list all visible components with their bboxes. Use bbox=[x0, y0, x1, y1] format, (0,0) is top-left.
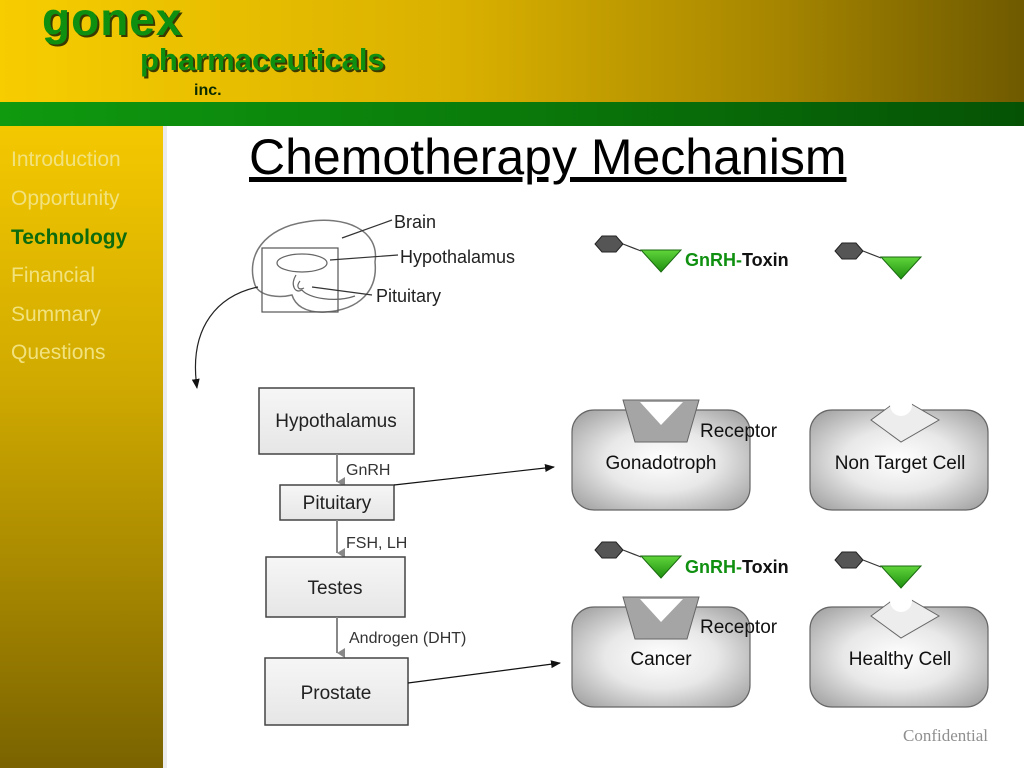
gnrh-ligand-icon bbox=[639, 249, 683, 273]
brain-label: Brain bbox=[394, 212, 436, 232]
flow-gnrh-text: GnRH bbox=[346, 462, 390, 479]
receptor-label-bottom: Receptor bbox=[700, 617, 778, 638]
gnrh-ligand-icon bbox=[639, 555, 683, 579]
receptor-label-top: Receptor bbox=[700, 421, 778, 442]
flow-box-testes bbox=[265, 556, 406, 618]
toxin-molecule-icon bbox=[834, 551, 864, 569]
hypothalamus-label: Hypothalamus bbox=[400, 247, 515, 267]
flow-hypothalamus-text: Hypothalamus bbox=[275, 411, 396, 432]
logo-wordmark: gonex bbox=[42, 0, 183, 45]
cancer-cell-label: Cancer bbox=[630, 649, 692, 670]
flow-pituitary-text: Pituitary bbox=[303, 493, 372, 514]
pituitary-label: Pituitary bbox=[376, 286, 441, 306]
gnrh-toxin-row-top: GnRH-Toxin bbox=[594, 235, 923, 280]
gnrh-toxin-label-top: GnRH-Toxin bbox=[685, 250, 789, 270]
sidebar-shadow bbox=[163, 126, 167, 768]
healthy-cell-label: Healthy Cell bbox=[849, 649, 951, 670]
gnrh-ligand-icon bbox=[879, 565, 923, 589]
nav-item-introduction[interactable]: Introduction bbox=[11, 148, 121, 171]
nav-item-opportunity[interactable]: Opportunity bbox=[11, 187, 120, 210]
toxin-molecule-icon bbox=[834, 242, 864, 260]
hormone-flowchart: Hypothalamus GnRH Pituitary FSH, LH Test… bbox=[258, 387, 561, 726]
flow-fsh-lh-text: FSH, LH bbox=[346, 535, 407, 552]
flow-box-hypothalamus bbox=[258, 387, 415, 455]
nav-item-financial[interactable]: Financial bbox=[11, 264, 96, 287]
nav-item-technology[interactable]: Technology bbox=[11, 226, 128, 249]
toxin-molecule-icon bbox=[594, 541, 624, 559]
flow-androgen-text: Androgen (DHT) bbox=[349, 630, 466, 647]
flow-box-pituitary bbox=[279, 484, 395, 521]
header-divider-bar bbox=[0, 102, 1024, 126]
nav-item-questions[interactable]: Questions bbox=[11, 341, 106, 364]
flow-prostate-text: Prostate bbox=[301, 683, 372, 704]
cell-cancer: Cancer bbox=[571, 596, 751, 708]
flow-testes-text: Testes bbox=[308, 578, 363, 599]
nav-item-summary[interactable]: Summary bbox=[11, 303, 101, 326]
page-title: Chemotherapy Mechanism bbox=[249, 129, 847, 185]
gnrh-ligand-icon bbox=[879, 256, 923, 280]
logo-subtitle: pharmaceuticals bbox=[140, 42, 385, 77]
cell-non-target: Non Target Cell bbox=[809, 394, 989, 511]
gonadotroph-label: Gonadotroph bbox=[606, 453, 717, 474]
logo-inc: inc. bbox=[194, 82, 222, 99]
gnrh-toxin-label-bottom: GnRH-Toxin bbox=[685, 557, 789, 577]
gnrh-toxin-row-bottom: GnRH-Toxin bbox=[594, 541, 923, 589]
sidebar-nav: Introduction Opportunity Technology Fina… bbox=[0, 126, 163, 768]
header-banner: gonex pharmaceuticals inc. bbox=[0, 0, 1024, 102]
non-target-cell-label: Non Target Cell bbox=[835, 453, 966, 474]
footer-confidential: Confidential bbox=[903, 726, 988, 745]
brain-sketch: Brain Hypothalamus Pituitary bbox=[191, 212, 515, 389]
toxin-molecule-icon bbox=[594, 235, 624, 253]
flow-box-prostate bbox=[264, 657, 409, 726]
cell-gonadotroph: Gonadotroph bbox=[571, 399, 751, 511]
cell-healthy: Healthy Cell bbox=[809, 590, 989, 708]
